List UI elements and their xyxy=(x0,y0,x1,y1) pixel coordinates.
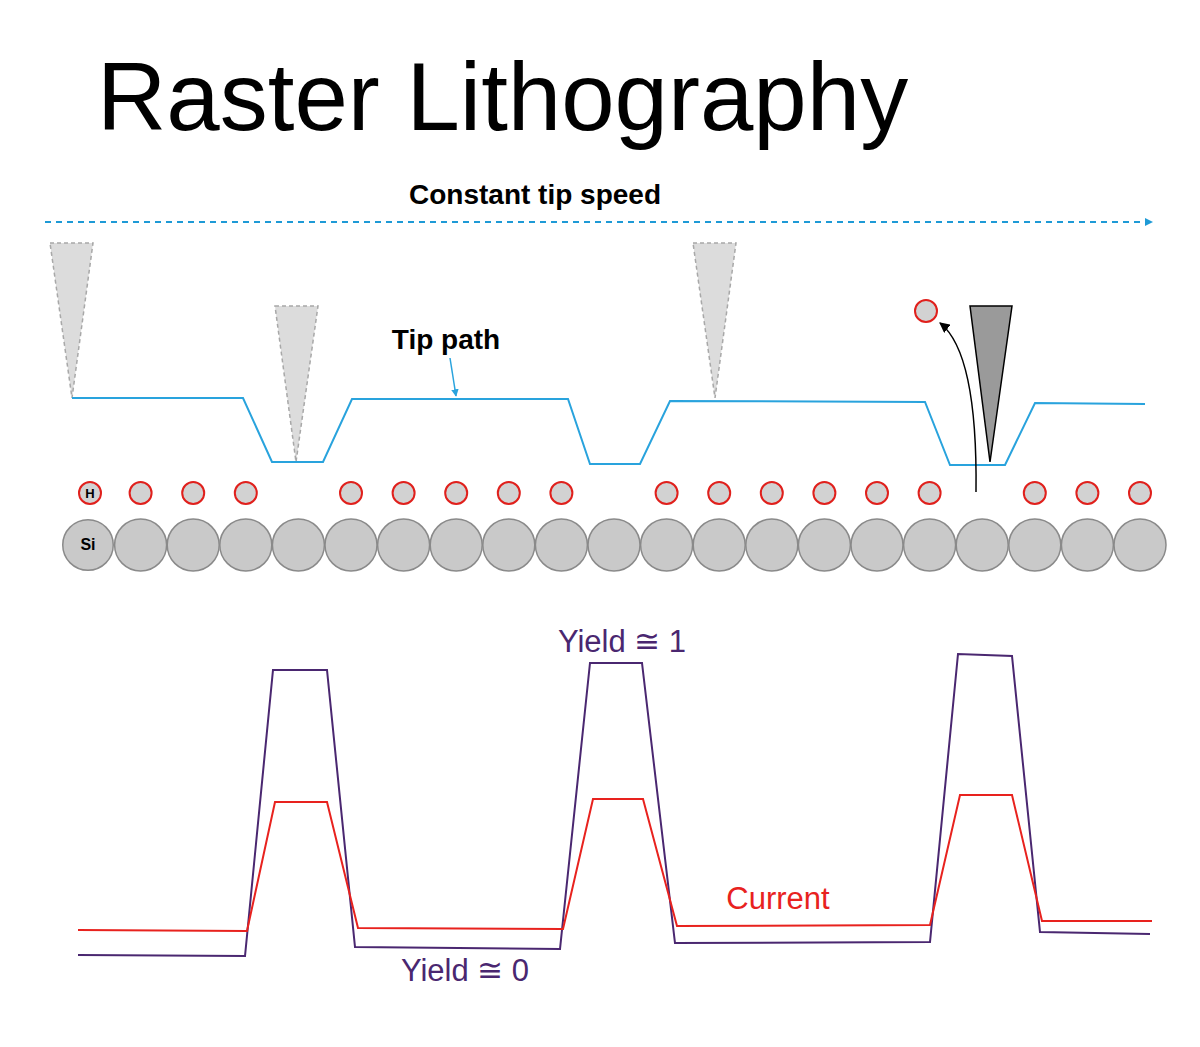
yield-label: Yield ≅ 1 xyxy=(558,626,686,657)
path-label: Tip path xyxy=(392,326,500,354)
leader-line xyxy=(450,358,456,396)
current-trace xyxy=(78,795,1152,931)
stm-tip xyxy=(970,306,1012,462)
speed-arrow xyxy=(45,221,1150,223)
silicon-atoms xyxy=(115,519,1166,571)
diagram-title: Raster Lithography xyxy=(97,49,908,145)
tip-ghost xyxy=(50,243,93,398)
desorption-arrow xyxy=(940,323,976,492)
atom-symbol: Si xyxy=(62,519,114,571)
motion-label: Constant tip speed xyxy=(409,181,661,209)
yield-trace xyxy=(78,654,1150,956)
yield-label: Yield ≅ 0 xyxy=(401,955,529,986)
atom-circle xyxy=(79,482,101,504)
current-label: Current xyxy=(726,883,829,914)
atom-circle xyxy=(63,520,114,571)
hydrogen-atom: H xyxy=(78,481,102,505)
hydrogen-atoms xyxy=(130,482,1151,504)
desorbed-hydrogen xyxy=(915,300,937,322)
silicon-atom: Si xyxy=(62,519,114,571)
tip-ghost xyxy=(693,243,736,398)
atom-symbol: H xyxy=(78,481,102,505)
speed-arrowhead xyxy=(1145,218,1153,226)
tip-ghost xyxy=(275,306,318,462)
